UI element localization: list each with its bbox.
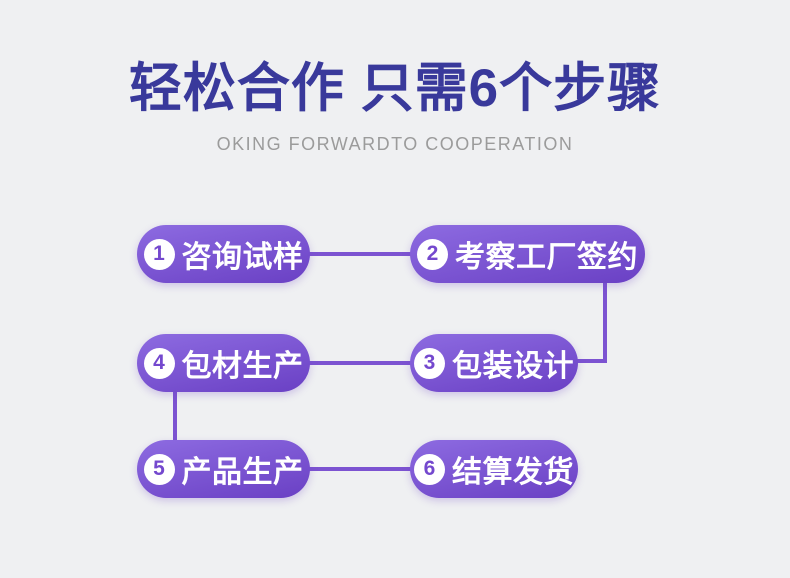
page-subtitle: OKING FORWARDTO COOPERATION: [216, 134, 574, 155]
step-pill-3: 3 包装设计: [410, 334, 578, 392]
step-number-badge-4: 4: [143, 347, 175, 379]
step-number-badge-6: 6: [414, 453, 445, 485]
step-pill-1: 1 咨询试样: [137, 225, 310, 283]
step-label-1: 咨询试样: [181, 241, 304, 274]
step-number-badge-5: 5: [143, 453, 175, 485]
infographic-header: 轻松合作 只需6个步骤 OKING FORWARDTO COOPERATION: [0, 0, 790, 155]
connector-step5-to-step6: [305, 467, 415, 471]
step-number-badge-1: 1: [143, 238, 175, 270]
step-pill-2: 2 考察工厂签约: [410, 225, 645, 283]
connector-step2-to-step3-vertical: [603, 280, 607, 363]
connector-step2-to-step3-elbow: [574, 359, 607, 363]
step-number-badge-2: 2: [417, 238, 448, 270]
step-label-3: 包装设计: [452, 350, 574, 383]
step-pill-5: 5 产品生产: [137, 440, 310, 498]
step-label-6: 结算发货: [452, 456, 574, 489]
step-pill-6: 6 结算发货: [410, 440, 578, 498]
step-label-5: 产品生产: [181, 456, 304, 489]
step-number-badge-3: 3: [414, 347, 445, 379]
step-label-4: 包材生产: [181, 350, 304, 383]
connector-step3-to-step4: [305, 361, 415, 365]
step-label-2: 考察工厂签约: [455, 241, 638, 274]
connector-step1-to-step2: [305, 252, 415, 256]
step-pill-4: 4 包材生产: [137, 334, 310, 392]
page-title: 轻松合作 只需6个步骤: [128, 59, 662, 118]
connector-step4-to-step5-vertical: [173, 390, 177, 442]
